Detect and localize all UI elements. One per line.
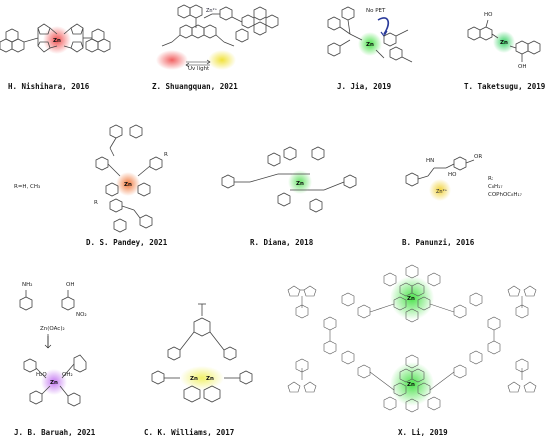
baruah-structure: Zn	[19, 290, 87, 407]
metal-label-bottom: Zn	[407, 382, 415, 388]
hn-label: HN	[426, 158, 435, 164]
panel-diana: Zn R. Diana, 2018	[220, 146, 370, 251]
r-definition: R=H, CH₃	[14, 184, 41, 190]
panel-williams: Zn Zn C. K. Williams, 2017	[140, 282, 265, 447]
oh-label: OH	[518, 64, 527, 70]
oh2-label: OH₂	[62, 372, 73, 378]
r-def-3: COPhOC₈H₁₇	[488, 192, 522, 198]
ho-label: HO	[484, 12, 493, 18]
caption-panunzi: B. Panunzi, 2016	[402, 238, 475, 247]
emission-glow	[493, 31, 515, 53]
panel-panunzi: Zn²⁺ HN HO OR R: C₈H₁₇ COPhOC₈H₁₇ B. Pan…	[400, 146, 550, 251]
emission-glow-bottom	[390, 362, 434, 406]
metal-label: Zn	[50, 380, 58, 386]
panel-li: Zn Zn X. Li, 2019	[280, 262, 550, 447]
shuangquan-structure: Zn²⁺	[156, 4, 279, 70]
nishihara-structure: Zn	[0, 23, 111, 54]
panel-shuangquan: Zn²⁺ Uv light Z. Shuangquan, 2021	[150, 0, 300, 95]
emission-glow	[180, 366, 224, 390]
metal-label: Zn	[124, 182, 132, 188]
reaction-arrow-icon	[44, 336, 52, 349]
caption-diana: R. Diana, 2018	[250, 238, 314, 247]
panel-jia: Zn No PET J. Jia, 2019	[322, 0, 432, 95]
li-structure: Zn Zn	[287, 264, 537, 413]
r-def-2: C₈H₁₇	[488, 184, 503, 190]
metal-label: Zn	[500, 40, 508, 46]
caption-shuangquan: Z. Shuangquan, 2021	[152, 82, 238, 91]
oh-label: OH	[66, 282, 75, 288]
emission-glow	[429, 179, 451, 201]
r-def-1: R:	[488, 176, 494, 182]
ho-label: HO	[448, 172, 457, 178]
metal-label-left: Zn	[190, 376, 198, 382]
panunzi-structure: Zn²⁺	[405, 156, 475, 201]
caption-baruah: J. B. Baruah, 2021	[14, 428, 96, 437]
or-label: OR	[474, 154, 483, 160]
caption-williams: C. K. Williams, 2017	[144, 428, 235, 437]
metal-label: Zn	[366, 42, 374, 48]
metal-label-right: Zn	[206, 376, 214, 382]
emission-glow-top	[390, 276, 434, 320]
nh2-label: NH₂	[22, 282, 33, 288]
metal-label: Zn²⁺	[436, 189, 448, 195]
emission-glow	[288, 170, 312, 194]
panel-nishihara: Zn H. Nishihara, 2016	[0, 0, 111, 95]
pandey-structure: Zn	[95, 124, 163, 233]
caption-li: X. Li, 2019	[398, 428, 448, 437]
williams-structure: Zn Zn	[151, 303, 253, 403]
diana-structure: Zn	[221, 146, 357, 213]
uv-light-label: Uv light	[188, 66, 210, 72]
sub-r-bottom: R	[94, 200, 98, 206]
panel-baruah: Zn NH₂ OH NO₂ Zn(OAc)₂ H₂O OH₂ J. B. Bar…	[0, 282, 110, 447]
emission-glow	[116, 172, 140, 196]
jia-structure: Zn	[327, 6, 413, 63]
h2o-label: H₂O	[36, 372, 47, 378]
panel-pandey: Zn R=H, CH₃ R R D. S. Pandey, 2021	[10, 124, 190, 251]
pet-arrow-icon	[377, 17, 390, 35]
panel-taketsugu: Zn HO OH T. Taketsugu, 2019	[458, 0, 550, 95]
no2-label: NO₂	[76, 312, 87, 318]
reagent-label: Zn(OAc)₂	[40, 326, 65, 332]
sub-r-top: R	[164, 152, 168, 158]
caption-taketsugu: T. Taketsugu, 2019	[464, 82, 546, 91]
caption-jia: J. Jia, 2019	[337, 82, 392, 91]
glow-right	[208, 50, 236, 70]
no-pet-label: No PET	[366, 8, 386, 14]
metal-label: Zn	[53, 38, 61, 44]
caption-nishihara: H. Nishihara, 2016	[8, 82, 90, 91]
taketsugu-structure: Zn	[467, 19, 541, 62]
metal-label: Zn	[296, 181, 304, 187]
glow-left	[156, 50, 188, 70]
metal-label-top: Zn	[407, 296, 415, 302]
metal-label: Zn²⁺	[206, 8, 218, 14]
caption-pandey: D. S. Pandey, 2021	[86, 238, 168, 247]
